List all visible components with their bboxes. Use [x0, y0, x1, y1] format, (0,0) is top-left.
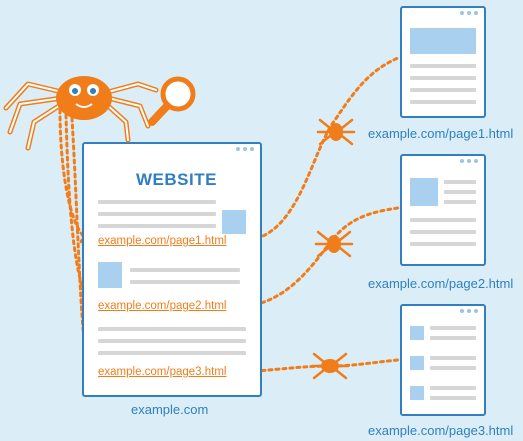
text-line	[444, 190, 476, 194]
website-caption: example.com	[131, 402, 209, 417]
website-card: WEBSITE example.com/page1.html example.c…	[82, 142, 262, 397]
link3-to-page3-path	[246, 358, 400, 374]
text-line	[430, 396, 476, 400]
image-placeholder	[410, 28, 476, 54]
text-line	[430, 366, 476, 370]
text-line	[98, 200, 216, 204]
text-line	[98, 351, 246, 355]
text-line	[410, 100, 476, 104]
page3-card	[400, 304, 486, 416]
page1-card	[400, 6, 486, 118]
text-line	[444, 200, 476, 204]
text-line	[430, 386, 476, 390]
text-line	[410, 76, 476, 80]
page1-caption: example.com/page1.html	[368, 126, 514, 141]
text-line	[430, 356, 476, 360]
text-line	[410, 230, 476, 234]
text-line	[130, 268, 240, 272]
image-placeholder	[98, 262, 122, 288]
text-line	[410, 64, 476, 68]
text-line	[410, 242, 476, 246]
spider-icon-2	[314, 230, 354, 258]
text-line	[98, 212, 216, 216]
text-line	[98, 224, 216, 228]
text-line	[98, 339, 246, 343]
spider-icon-1	[316, 118, 356, 146]
text-line	[410, 218, 476, 222]
image-placeholder	[410, 178, 438, 206]
text-line	[98, 327, 246, 331]
window-dots	[460, 11, 478, 15]
website-link-1[interactable]: example.com/page1.html	[98, 235, 227, 247]
window-dots	[236, 147, 254, 151]
crawler-spider-icon	[3, 76, 196, 151]
website-title: WEBSITE	[136, 170, 217, 189]
image-placeholder	[410, 386, 424, 400]
page2-caption: example.com/page2.html	[368, 276, 514, 291]
image-placeholder	[410, 326, 424, 340]
window-dots	[460, 159, 478, 163]
page3-caption: example.com/page3.html	[368, 423, 514, 438]
image-placeholder	[410, 356, 424, 370]
spider-icon-3	[310, 352, 350, 380]
page2-card	[400, 154, 486, 266]
website-link-2[interactable]: example.com/page2.html	[98, 300, 227, 312]
text-line	[410, 88, 476, 92]
window-dots	[460, 309, 478, 313]
website-link-3[interactable]: example.com/page3.html	[98, 366, 227, 378]
text-line	[130, 280, 240, 284]
text-line	[444, 180, 476, 184]
text-line	[430, 336, 476, 340]
text-line	[430, 326, 476, 330]
image-placeholder	[222, 210, 246, 234]
